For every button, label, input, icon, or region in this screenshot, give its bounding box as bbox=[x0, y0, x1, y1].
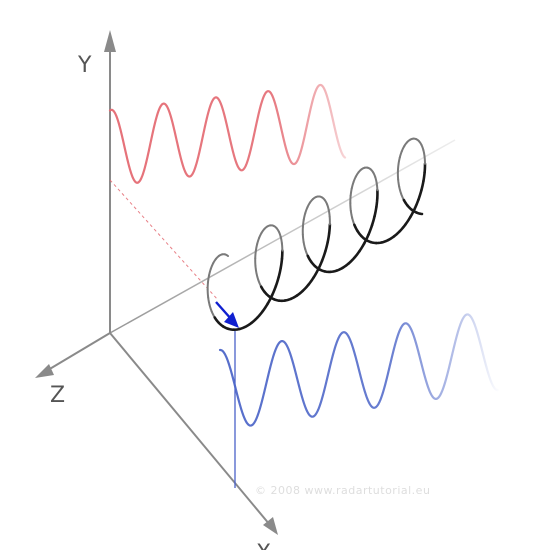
helix-segment bbox=[256, 236, 261, 246]
watermark: © 2008 www.radartutorial.eu bbox=[255, 484, 430, 497]
helix-segment bbox=[375, 182, 379, 192]
helix-segment bbox=[352, 175, 357, 184]
helix-segment bbox=[255, 272, 260, 282]
helix-segment bbox=[352, 249, 361, 260]
helix-segment bbox=[295, 289, 305, 297]
helix-segment bbox=[301, 218, 305, 228]
z-axis bbox=[47, 332, 111, 371]
helix-segment bbox=[270, 285, 278, 297]
helix-segment bbox=[258, 231, 263, 239]
helix-wave bbox=[206, 137, 427, 331]
helix-segment bbox=[302, 212, 307, 221]
x-axis-label: X bbox=[256, 541, 271, 550]
helix-segment bbox=[254, 250, 257, 260]
helix-segment bbox=[397, 156, 401, 166]
helix-segment bbox=[277, 266, 283, 279]
y-axis-label: Y bbox=[77, 53, 92, 78]
helix-segment bbox=[398, 223, 407, 233]
helix-segment bbox=[349, 209, 354, 219]
helix-segment bbox=[422, 170, 426, 183]
helix-segment bbox=[301, 283, 310, 293]
helix-segment bbox=[207, 296, 211, 306]
helix-segment bbox=[307, 276, 315, 286]
helix-segment bbox=[420, 179, 425, 192]
helix-segment bbox=[347, 256, 356, 265]
helix-segment bbox=[279, 235, 283, 245]
helix-segment bbox=[255, 309, 264, 320]
helix-segment bbox=[404, 215, 412, 226]
helix-segment bbox=[398, 150, 403, 159]
helix-segment bbox=[422, 149, 426, 158]
helix-segment bbox=[398, 185, 403, 195]
helix-segment bbox=[349, 187, 353, 197]
x-axis-ground bbox=[109, 332, 271, 526]
helix-segment bbox=[358, 241, 366, 253]
helix-segment bbox=[250, 316, 259, 325]
helix-segment bbox=[413, 198, 420, 210]
helix-segment bbox=[326, 231, 331, 244]
helix-segment bbox=[209, 262, 215, 270]
vertical-projection-wave bbox=[108, 83, 347, 184]
helix-segment bbox=[274, 275, 280, 288]
helix-segment bbox=[254, 264, 258, 275]
propagation-axis bbox=[109, 139, 456, 334]
helix-segment bbox=[208, 267, 212, 277]
helix-to-vertical-guide bbox=[109, 179, 219, 301]
helix-segment bbox=[302, 241, 307, 251]
helix-segment bbox=[279, 257, 284, 270]
helix-segment bbox=[375, 196, 379, 209]
helix-segment bbox=[392, 229, 402, 238]
x-axis-ground-arrowhead bbox=[263, 517, 278, 535]
helix-segment bbox=[396, 163, 400, 173]
y-axis-arrowhead bbox=[104, 30, 116, 52]
helix-segment bbox=[370, 214, 376, 227]
helix-segment bbox=[320, 249, 327, 262]
z-axis-arrowhead bbox=[35, 364, 54, 378]
helix-segment bbox=[206, 288, 210, 299]
helix-segment bbox=[350, 181, 355, 190]
helix-segment bbox=[301, 233, 305, 244]
helix-segment bbox=[254, 243, 259, 253]
horizontal-projection-wave bbox=[218, 313, 500, 427]
helix-segment bbox=[261, 302, 269, 313]
helix-segment bbox=[400, 145, 406, 153]
helix-segment bbox=[304, 206, 309, 215]
field-vector-arrowhead bbox=[224, 312, 239, 328]
helix-segment bbox=[327, 223, 332, 235]
helix-segment bbox=[373, 205, 378, 218]
helix-segment bbox=[367, 224, 374, 236]
helix-segment bbox=[208, 303, 213, 313]
helix-segment bbox=[324, 240, 330, 253]
z-axis-label: Z bbox=[50, 383, 65, 408]
helix-segment bbox=[397, 178, 401, 188]
helix-segment bbox=[206, 274, 211, 284]
helix-segment bbox=[312, 267, 320, 279]
helix-segment bbox=[327, 208, 331, 218]
helix-segment bbox=[415, 211, 424, 216]
helix-segment bbox=[417, 189, 423, 201]
